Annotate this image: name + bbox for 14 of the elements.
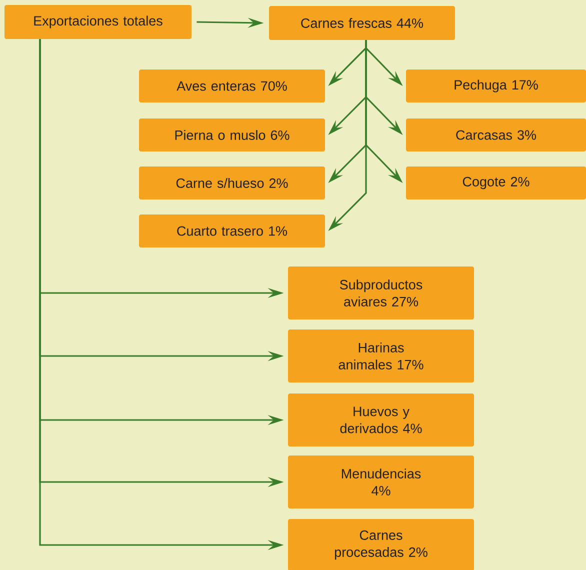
- category-box: Carne s/hueso 2%: [139, 166, 325, 200]
- category-box: Cuarto trasero 1%: [139, 214, 325, 248]
- category-box: Carnes procesadas 2%: [288, 519, 474, 570]
- category-box: Pechuga 17%: [406, 70, 586, 102]
- category-box: Huevos y derivados 4%: [288, 394, 474, 446]
- category-box: Harinas animales 17%: [288, 330, 474, 382]
- category-box: Cogote 2%: [406, 166, 586, 200]
- category-box: Exportaciones totales: [4, 5, 192, 39]
- category-box: Subproductos aviares 27%: [288, 266, 474, 320]
- category-box: Aves enteras 70%: [139, 70, 325, 102]
- category-box: Menudencias 4%: [288, 456, 474, 508]
- category-box: Carnes frescas 44%: [269, 6, 455, 40]
- category-box: Carcasas 3%: [406, 118, 586, 152]
- category-box: Pierna o muslo 6%: [139, 118, 325, 152]
